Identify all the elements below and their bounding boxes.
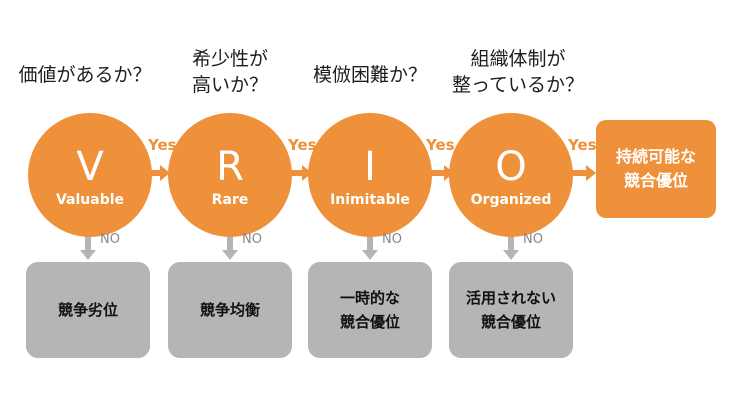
no-label-4: NO [523, 232, 543, 247]
result-box-2: 競争均衡 [168, 262, 292, 358]
stage-circle-inimitable: I Inimitable [308, 113, 432, 237]
stage-circle-organized: O Organized [449, 113, 573, 237]
no-arrow-4 [503, 228, 519, 260]
yes-label-1: Yes [148, 136, 177, 154]
stage-word: Rare [211, 192, 249, 208]
result-box-3: 一時的な 競合優位 [308, 262, 432, 358]
no-label-2: NO [242, 232, 262, 247]
yes-label-3: Yes [426, 136, 455, 154]
no-arrow-1 [80, 228, 96, 260]
yes-arrow-1 [148, 165, 170, 181]
question-valuable: 価値があるか？ [18, 64, 152, 86]
stage-letter: R [216, 144, 244, 190]
stage-letter: V [76, 144, 104, 190]
yes-arrow-4 [572, 165, 596, 181]
yes-label-4: Yes [568, 136, 597, 154]
final-result-box: 持続可能な 競合優位 [596, 120, 716, 218]
stage-word: Valuable [55, 192, 125, 208]
no-arrow-3 [362, 228, 378, 260]
stage-circle-rare: R Rare [168, 113, 292, 237]
result-box-4: 活用されない 競合優位 [449, 262, 573, 358]
no-label-3: NO [382, 232, 402, 247]
question-rare: 希少性が 高いか？ [191, 48, 268, 96]
stage-word: Inimitable [330, 192, 410, 208]
no-arrow-2 [222, 228, 238, 260]
yes-arrow-2 [288, 165, 312, 181]
question-organized: 組織体制が 整っているか？ [451, 48, 585, 96]
stage-letter: I [364, 144, 376, 190]
yes-label-2: Yes [288, 136, 317, 154]
stage-circle-valuable: V Valuable [28, 113, 152, 237]
stage-word: Organized [470, 192, 552, 208]
no-label-1: NO [100, 232, 120, 247]
result-box-1: 競争劣位 [26, 262, 150, 358]
question-inimitable: 模倣困難か？ [312, 64, 427, 86]
stage-letter: O [495, 144, 527, 190]
